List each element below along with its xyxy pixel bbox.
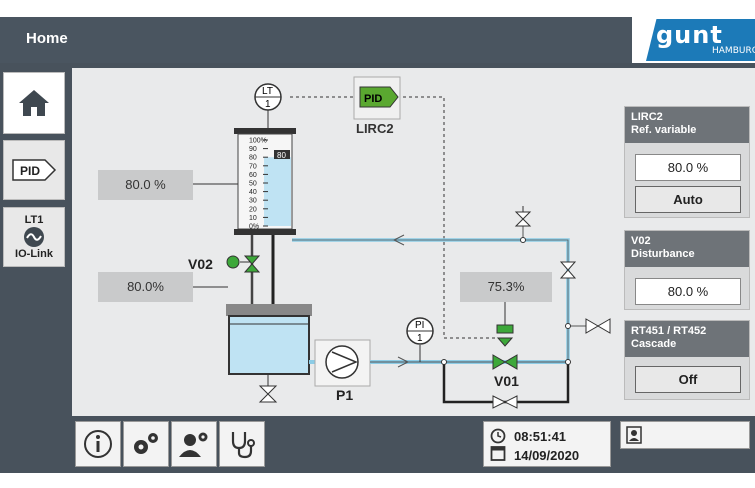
clock-display: 08:51:41 14/09/2020: [483, 421, 611, 467]
lt1-num: 1: [265, 99, 271, 110]
cascade-panel: RT451 / RT452 Cascade Off: [624, 320, 750, 400]
scale-tick-label: 40: [249, 189, 257, 196]
logo-subtext: HAMBURG: [712, 46, 755, 56]
iolink-icon: [24, 227, 44, 247]
scale-tick-label: 70: [249, 163, 257, 170]
scale-tick-label: 30: [249, 198, 257, 205]
gunt-logo: gunt HAMBURG: [632, 17, 755, 63]
scale-tick-label: 10: [249, 215, 257, 222]
cascade-panel-title: RT451 / RT452: [631, 325, 707, 337]
lirc2-panel-title: LIRC2: [631, 111, 663, 123]
iolink-label: IO-Link: [15, 248, 53, 260]
stethoscope-icon: [231, 432, 255, 459]
pid-nav-button[interactable]: PID: [3, 140, 65, 200]
bypass-valve[interactable]: [492, 395, 518, 409]
logo-text: gunt: [656, 21, 723, 49]
pi1-tag: PI: [415, 320, 424, 331]
level-marker: [274, 150, 290, 159]
lirc2-controller[interactable]: PID: [353, 76, 401, 120]
cascade-panel-subtitle: Cascade: [631, 338, 677, 350]
column-top-flange: [234, 128, 296, 134]
lirc2-setpoint-field[interactable]: 80.0 %: [635, 154, 741, 181]
diagnostics-button[interactable]: [219, 421, 265, 467]
scale-tick-label: 80: [249, 155, 257, 162]
v01-valve[interactable]: [492, 354, 518, 370]
v02-panel-subtitle: Disturbance: [631, 248, 695, 260]
sump-tank: [228, 315, 310, 375]
v02-panel-title: V02: [631, 235, 651, 247]
sample-valve[interactable]: [585, 318, 611, 334]
pid-nav-label: PID: [20, 164, 40, 178]
info-icon: [84, 430, 112, 458]
v02-value-display: 80.0%: [98, 272, 193, 302]
cascade-panel-header: RT451 / RT452 Cascade: [625, 321, 749, 357]
scale-tick-label: 90: [249, 146, 257, 153]
lt1-instrument[interactable]: LT 1: [254, 83, 282, 111]
drain-valve[interactable]: [258, 385, 278, 403]
gears-icon: [134, 433, 158, 454]
pi1-num: 1: [417, 333, 423, 344]
user-settings-button[interactable]: [171, 421, 217, 467]
column-bottom-flange: [234, 229, 296, 235]
v01-label: V01: [494, 373, 519, 389]
home-button[interactable]: [3, 72, 65, 134]
v02-label: V02: [188, 256, 213, 272]
lt1-iolink-button[interactable]: LT1 IO-Link: [3, 207, 65, 267]
v02-disturbance-field[interactable]: 80.0 %: [635, 278, 741, 305]
settings-button[interactable]: [123, 421, 169, 467]
user-login-field[interactable]: [620, 421, 750, 449]
scale-tick-label: 20: [249, 206, 257, 213]
column-water: [264, 157, 291, 226]
page-title: Home: [26, 30, 68, 47]
level-value-display: 80.0 %: [98, 170, 193, 200]
level-marker-text: 80: [277, 151, 286, 160]
lirc2-panel-header: LIRC2 Ref. variable: [625, 107, 749, 143]
lirc2-panel-subtitle: Ref. variable: [631, 124, 697, 136]
v02-actuator: [226, 255, 240, 269]
user-icon: [626, 426, 642, 444]
user-gear-icon: [179, 432, 208, 457]
scale-tick-label: 50: [249, 181, 257, 188]
home-icon: [19, 90, 49, 116]
scale-tick-label: 0%: [249, 224, 259, 231]
clock-calendar-icon: [490, 428, 506, 461]
sump-lid: [226, 304, 312, 316]
scale-tick-label: 100%: [249, 138, 267, 145]
pid-icon: PID: [12, 159, 57, 181]
vent-valve[interactable]: [514, 206, 532, 227]
info-button[interactable]: [75, 421, 121, 467]
lirc2-label: LIRC2: [356, 121, 394, 136]
v01-value-display: 75.3%: [460, 272, 552, 302]
title-bar: Home: [0, 17, 755, 63]
pid-block-label: PID: [364, 93, 382, 105]
v02-valve[interactable]: [243, 255, 261, 273]
clock-time: 08:51:41: [514, 429, 567, 444]
pump-label: P1: [336, 387, 353, 403]
pid-block-icon: [359, 86, 399, 108]
v02-panel-header: V02 Disturbance: [625, 231, 749, 267]
scale-tick-label: 60: [249, 172, 257, 179]
lirc2-mode-button[interactable]: Auto: [635, 186, 741, 213]
lt1-label: LT1: [24, 214, 44, 226]
cascade-toggle-button[interactable]: Off: [635, 366, 741, 393]
lt1-tag: LT: [262, 86, 273, 97]
v02-panel: V02 Disturbance 80.0 %: [624, 230, 750, 310]
lirc2-panel: LIRC2 Ref. variable 80.0 % Auto: [624, 106, 750, 218]
pi1-instrument[interactable]: PI 1: [406, 317, 434, 345]
pump-p1[interactable]: [325, 345, 359, 379]
clock-date: 14/09/2020: [514, 448, 580, 463]
return-valve[interactable]: [559, 261, 577, 279]
